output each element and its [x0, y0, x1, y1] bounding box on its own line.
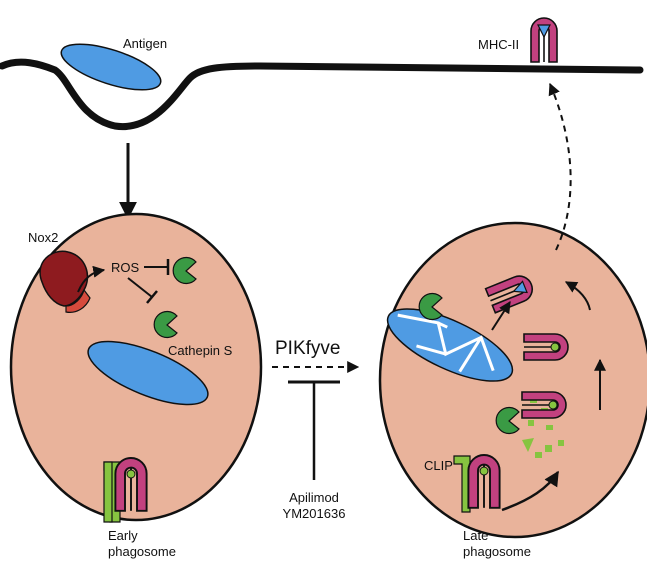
inhibitor-label-2: YM201636 — [282, 506, 346, 521]
clip-label: CLIP — [424, 458, 453, 473]
nox2-icon — [39, 250, 91, 313]
ros-label: ROS — [111, 260, 140, 275]
nox2-label: Nox2 — [28, 230, 59, 245]
ros-inhibition-2 — [127, 277, 153, 298]
cathepsin-icon — [172, 256, 197, 285]
mhc-clip-icon-3 — [523, 333, 569, 361]
loading-arrow-1 — [501, 470, 560, 512]
mhc-clip-icon-2 — [521, 391, 567, 419]
plasma-membrane — [0, 58, 644, 131]
nox2-to-ros-arrow — [77, 265, 106, 293]
loading-arrow-3 — [564, 281, 591, 311]
mhc-antigen-icon — [484, 271, 537, 314]
late-cathepsin-icon-2 — [495, 406, 520, 435]
late-cathepsin-icon-1 — [418, 292, 443, 321]
fragmented-antigen — [386, 308, 514, 382]
late-phagosome-label-2: phagosome — [463, 544, 531, 559]
antigen-label: Antigen — [123, 36, 168, 51]
fragment-to-mhc-arrow — [491, 300, 511, 331]
pikfyve-label: PIKfyve — [275, 338, 341, 359]
surface-transport-arrow — [548, 82, 572, 251]
internalized-antigen — [87, 340, 209, 406]
mhc-ii-label: MHC-II — [478, 37, 520, 52]
late-phagosome-label-1: Late — [463, 528, 489, 543]
inhibitor-label-1: Apilimod — [289, 490, 339, 505]
antigen-shape — [60, 43, 162, 91]
late-phagosome — [378, 221, 647, 539]
early-mhc-clip-icon — [103, 457, 148, 523]
surface-mhc-ii-icon — [530, 17, 558, 63]
cathepsin-s-label: Cathepin S — [168, 343, 233, 358]
cathepsin-s-icon — [153, 310, 178, 339]
early-phagosome-label-1: Early — [108, 528, 138, 543]
early-phagosome-label-2: phagosome — [108, 544, 176, 559]
late-mhc-clip-icon — [453, 454, 501, 513]
